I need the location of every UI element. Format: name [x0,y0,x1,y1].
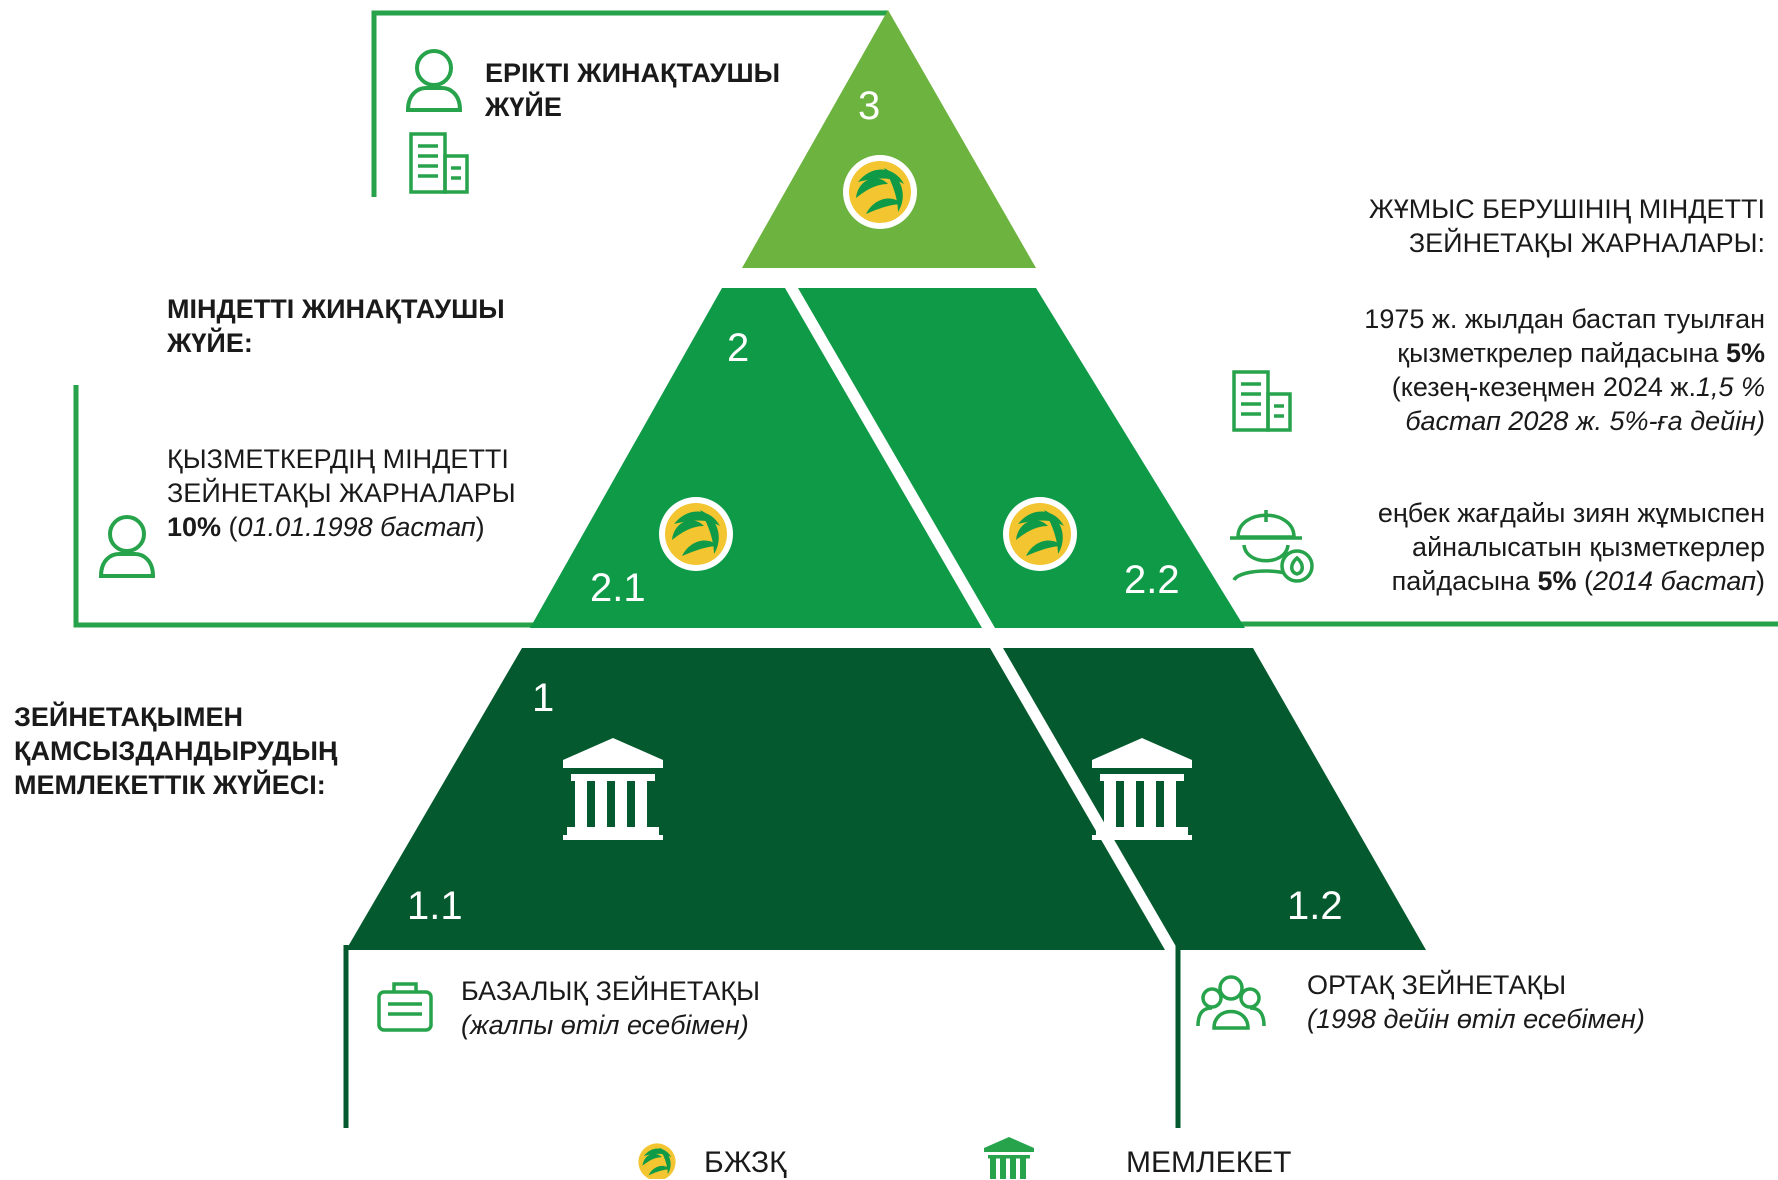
tier2-left-number: 2.1 [590,566,646,610]
tier2-left-segment [530,288,982,628]
tier1-left-number: 1.1 [407,884,463,928]
employer-contribution-title: ЖҰМЫС БЕРУШІНІҢ МІНДЕТТІ ЗЕЙНЕТАҚЫ ЖАРНА… [1368,194,1765,258]
solidary-pension-text: ОРТАҚ ЗЕЙНЕТАҚЫ (1998 дейін өтіл есебіме… [1307,970,1645,1034]
tier3-title: ЕРІКТІ ЖИНАҚТАУШЫ ЖҮЙЕ [485,58,781,122]
tier3-bracket-line [371,10,888,197]
tier3-number: 3 [858,84,881,128]
employee-contribution-text: ҚЫЗМЕТКЕРДІҢ МІНДЕТТІ ЗЕЙНЕТАҚЫ ЖАРНАЛАР… [167,444,516,542]
enpf-logo-legend-icon [634,1139,680,1179]
legend-state-label: МЕМЛЕКЕТ [1126,1146,1292,1179]
hard-hat-worker-icon [1230,510,1314,583]
enpf-logo-icon [843,155,917,229]
tier2-right-number: 2.2 [1124,558,1180,602]
tier2-number: 2 [727,326,750,370]
tier1-right-segment [1003,648,1426,950]
tier1-title: ЗЕЙНЕТАҚЫМЕН ҚАМСЫЗДАНДЫРУДЫҢ МЕМЛЕКЕТТІ… [14,702,338,800]
employer-contribution-item-2: еңбек жағдайы зиян жұмыспен айналысатын … [1377,498,1765,596]
tier1-number: 1 [532,676,555,720]
tier2-title: МІНДЕТТІ ЖИНАҚТАУШЫ ЖҮЙЕ: [167,294,505,358]
tier1-right-number: 1.2 [1287,884,1343,928]
person-icon [406,49,462,112]
legend-fund-label: БЖЗҚ [704,1146,787,1179]
enpf-logo-icon [1003,497,1077,571]
tier1-left-segment [346,648,1165,950]
person-icon [99,515,155,578]
tier2-right-segment [798,288,1245,628]
people-group-icon [1196,975,1266,1030]
tier2-left-bracket-line [73,385,545,628]
briefcase-icon [377,982,433,1032]
building-icon [409,132,469,194]
enpf-logo-icon [659,497,733,571]
tier3-triangle [742,10,1036,268]
employer-contribution-item-1: 1975 ж. жылдан бастап туылған қызметкрел… [1364,304,1765,436]
bank-legend-icon [984,1137,1034,1179]
basic-pension-text: БАЗАЛЫҚ ЗЕЙНЕТАҚЫ (жалпы өтіл есебімен) [461,976,761,1040]
